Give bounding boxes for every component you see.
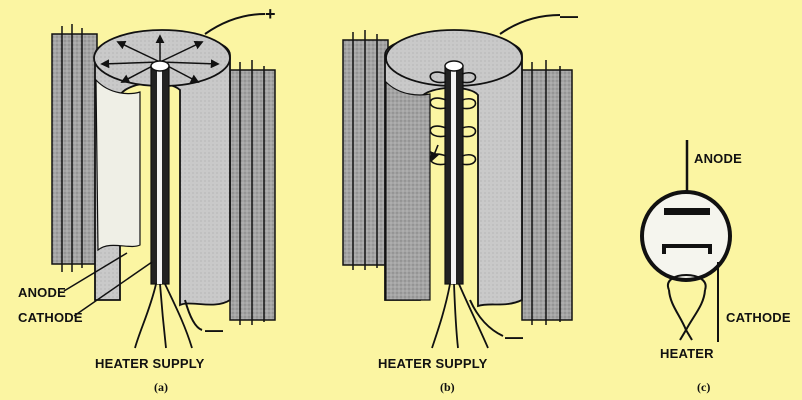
- heater-supply-label-a: HEATER SUPPLY: [95, 356, 205, 371]
- anode-pointer: [63, 252, 128, 292]
- anode-inner-wall-b: [385, 80, 431, 301]
- anode-lead: [204, 13, 266, 35]
- anode-label-c: ANODE: [694, 151, 742, 166]
- heater-wires-b: [431, 283, 489, 349]
- cathode-symbol: [662, 244, 712, 254]
- heater-wires: [134, 283, 193, 349]
- minus-sign-bottom-b: —: [505, 327, 523, 347]
- cathode-lead-b: [469, 299, 504, 337]
- panel-c: ANODE CATHODE HEATER (c): [640, 140, 791, 394]
- heater-filament: [667, 274, 707, 291]
- panel-b: — — HEATER SUPPLY (b): [342, 6, 578, 394]
- heater-leads-c: [668, 289, 706, 341]
- minus-sign-top-b: —: [560, 6, 578, 26]
- cathode-rod-b: [444, 60, 464, 285]
- panel-a: + — ANODE CATHODE HEATER SUPPLY (a): [18, 4, 276, 394]
- anode-fins-right: [229, 60, 276, 325]
- anode-fins-left-b: [342, 30, 389, 270]
- cathode-lead: [184, 299, 203, 331]
- diode-envelope: [640, 190, 732, 282]
- electron-cloud-loops: [429, 71, 477, 166]
- anode-fins-left: [51, 24, 98, 272]
- anode-label-a: ANODE: [18, 285, 66, 300]
- cathode-label-c: CATHODE: [726, 310, 791, 325]
- plus-sign: +: [265, 4, 276, 24]
- anode-lead-b: [499, 14, 561, 35]
- caption-a: (a): [154, 380, 168, 394]
- anode-inner-wall: [95, 78, 141, 252]
- heater-supply-label-b: HEATER SUPPLY: [378, 356, 488, 371]
- minus-sign-a: —: [205, 320, 223, 340]
- cathode-pointer: [73, 261, 153, 317]
- caption-c: (c): [697, 380, 710, 394]
- cathode-rod: [150, 60, 170, 285]
- caption-b: (b): [440, 380, 455, 394]
- cathode-label-a: CATHODE: [18, 310, 83, 325]
- heater-label-c: HEATER: [660, 346, 714, 361]
- anode-plate-symbol: [664, 208, 710, 215]
- anode-fins-right-b: [521, 60, 573, 325]
